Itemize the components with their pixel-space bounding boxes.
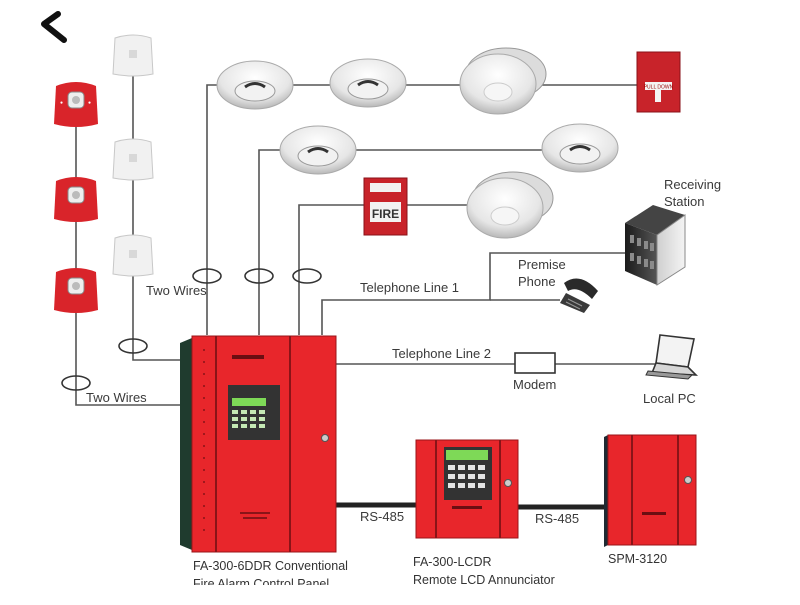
- horn-strobe-red: [54, 177, 98, 222]
- label-telephone-line-2: Telephone Line 2: [392, 346, 491, 361]
- pull-station-top-right: PULL DOWN: [636, 51, 681, 113]
- label-rs485-a: RS-485: [360, 509, 404, 524]
- label-two-wires-upper: Two Wires: [146, 283, 207, 298]
- diagram-labels: Two Wires Two Wires Telephone Line 1 Tel…: [86, 177, 721, 591]
- label-local-pc: Local PC: [643, 391, 696, 406]
- smoke-detector: [216, 60, 294, 110]
- label-receiving: Receiving: [664, 177, 721, 192]
- pull-station-fire: FIRE: [363, 177, 408, 236]
- caption-annunciator-1: FA-300-LCDR: [413, 555, 492, 569]
- smoke-detector: [329, 58, 407, 108]
- label-station: Station: [664, 194, 704, 209]
- horn-strobe-red: ●●: [54, 82, 98, 127]
- chevron-left-icon: [41, 11, 67, 43]
- caption-control-panel-1: FA-300-6DDR Conventional: [193, 559, 348, 573]
- wire-ring: [192, 268, 222, 284]
- red-horn-strobes: ●●: [54, 82, 98, 313]
- strobe-white: [112, 138, 154, 181]
- label-two-wires-lower: Two Wires: [86, 390, 147, 405]
- heat-detector: [459, 47, 547, 115]
- horn-strobe-red: [54, 268, 98, 313]
- smoke-detectors: [216, 58, 619, 175]
- wire-loop-3: [298, 204, 490, 335]
- label-premise: Premise: [518, 257, 566, 272]
- label-modem: Modem: [513, 377, 556, 392]
- wire-ring: [244, 268, 274, 284]
- laptop-icon: [645, 334, 699, 380]
- label-rs485-b: RS-485: [535, 511, 579, 526]
- caption-annunciator-2: Remote LCD Annunciator: [413, 573, 555, 587]
- wire-white-strobes: [132, 60, 180, 361]
- white-strobes: [112, 34, 154, 277]
- telephone-icon: [560, 278, 598, 313]
- power-supply-module: [604, 434, 697, 547]
- caption-power-module: SPM-3120: [608, 552, 667, 566]
- label-telephone-line-1: Telephone Line 1: [360, 280, 459, 295]
- wiring: [61, 60, 655, 510]
- wire-ring: [61, 375, 91, 391]
- modem-box: [514, 352, 556, 374]
- pull-down-text: PULL DOWN: [644, 85, 674, 91]
- bottom-crop: [0, 585, 800, 600]
- smoke-detector: [541, 123, 619, 173]
- strobe-white: [112, 234, 154, 277]
- remote-lcd-annunciator: [415, 439, 519, 539]
- fire-text: FIRE: [372, 207, 399, 221]
- back-button[interactable]: [36, 10, 72, 46]
- wire-ring: [118, 338, 148, 354]
- fire-alarm-control-panel: [180, 335, 337, 553]
- smoke-detector: [279, 125, 357, 175]
- label-phone: Phone: [518, 274, 556, 289]
- svg-text:●: ●: [60, 100, 63, 106]
- svg-text:●: ●: [88, 100, 91, 106]
- wire-ring: [292, 268, 322, 284]
- heat-detector: [466, 171, 554, 239]
- wire-loop-1: [206, 84, 640, 335]
- strobe-white: [112, 34, 154, 77]
- heat-detectors: [459, 47, 554, 239]
- wire-loop-2: [258, 149, 580, 335]
- receiving-station-building: [625, 205, 686, 286]
